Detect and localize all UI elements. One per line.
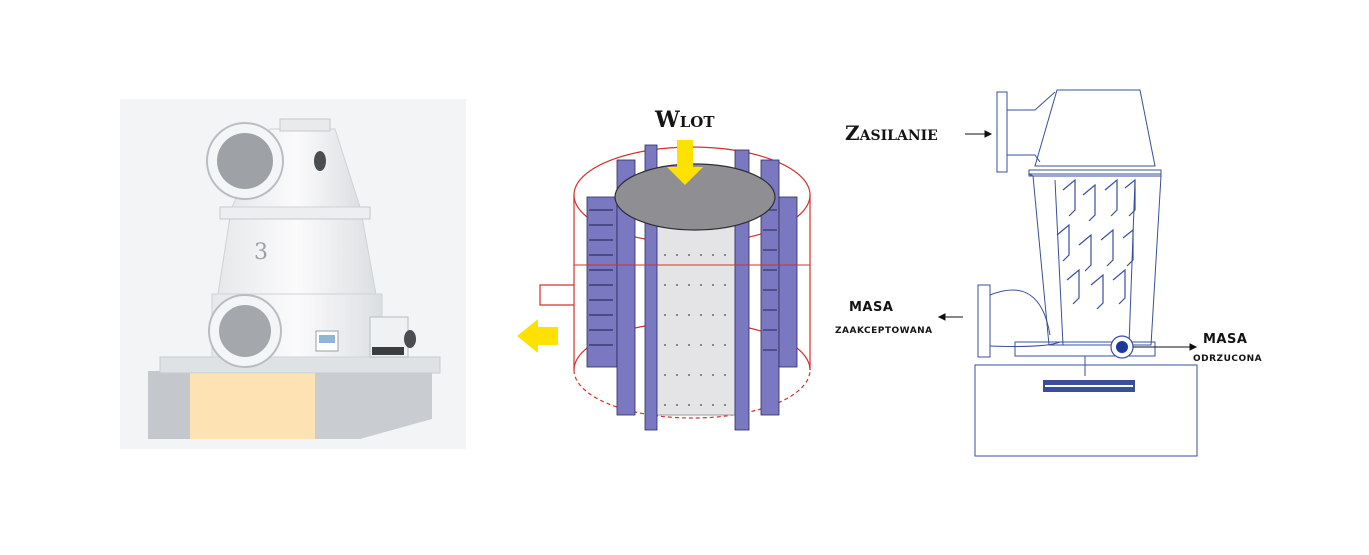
housing-bottom-outline xyxy=(573,369,811,419)
schematic-diagram: Zasilanie MASA ZAAKCEPTOWANA MASA ODRZUC… xyxy=(835,80,1305,470)
base-right-block xyxy=(315,371,432,439)
arrow-right-icon xyxy=(1189,343,1198,351)
rotor-diagram: Wlot xyxy=(505,105,835,435)
top-flange xyxy=(219,206,371,220)
body-marking: 3 xyxy=(254,240,268,265)
reject-port xyxy=(372,347,404,355)
feed-nozzle-opening xyxy=(217,133,273,189)
schematic-blades xyxy=(1056,178,1136,310)
accepted-label-line2: ZAAKCEPTOWANA xyxy=(835,326,933,336)
arrow-left-icon xyxy=(937,313,946,321)
arrow-right-icon xyxy=(984,130,993,138)
screen-basket xyxy=(654,204,736,416)
schematic-illustration xyxy=(937,89,1198,457)
outlet-spout xyxy=(539,284,574,306)
sight-port-top xyxy=(314,151,326,171)
top-cap xyxy=(279,118,331,132)
base-left-block xyxy=(148,371,190,439)
foil-6 xyxy=(778,196,798,368)
reject-port-core xyxy=(1116,341,1128,353)
accepted-label-line1: MASA xyxy=(849,300,894,315)
mid-body xyxy=(217,216,377,295)
foil-2 xyxy=(616,159,636,416)
rotor-top-disc xyxy=(614,163,776,231)
base-plate xyxy=(159,356,441,374)
rotor-illustration xyxy=(517,140,811,431)
machine-render-illustration: 3 xyxy=(148,118,441,439)
foil-1 xyxy=(586,196,618,368)
base-center-block xyxy=(190,374,315,439)
accepts-nozzle-opening xyxy=(219,305,271,357)
schematic-outline xyxy=(974,89,1198,457)
inlet-label: Wlot xyxy=(655,107,715,133)
arrow-down-icon xyxy=(667,140,703,185)
rejected-label-line2: ODRZUCONA xyxy=(1193,354,1263,364)
arrow-left-icon xyxy=(517,319,558,353)
schematic-arrows xyxy=(937,130,1198,351)
feed-label: Zasilanie xyxy=(845,121,938,145)
reject-outlet xyxy=(404,330,416,348)
machine-render: 3 xyxy=(120,99,466,449)
control-screen xyxy=(319,335,335,343)
rejected-label-line1: MASA xyxy=(1203,332,1248,347)
